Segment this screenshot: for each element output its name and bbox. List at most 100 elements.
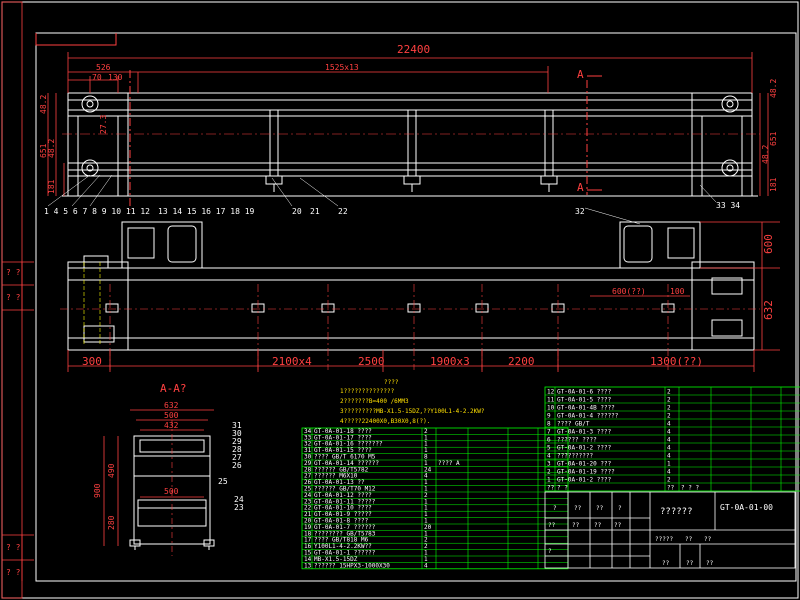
table-cell: GT-0A-01-19 ???? (557, 469, 615, 476)
table-cell: 29 (304, 460, 312, 467)
dim-526: 526 (96, 63, 111, 72)
table-cell: 30 (304, 454, 312, 461)
notes-line: 2???????B=400 /6MM3 (340, 398, 409, 405)
sidebar-text-3: ? ? (6, 543, 21, 552)
titleblock-r1: ?? (548, 522, 556, 529)
section-callout-26: 26 (232, 461, 242, 470)
table-cell: 1 (424, 479, 428, 486)
dim-overall-length: 22400 (397, 43, 430, 56)
table-cell: 3 (547, 461, 551, 468)
table-cell: ?????????? (557, 453, 594, 460)
table-cell: 4 (424, 562, 428, 569)
table-cell: GT-0A-01-20 ??? (557, 461, 612, 468)
titleblock-h3: ?? (596, 505, 604, 512)
dim-left-48-2: 48.2 (47, 139, 56, 158)
section-w500b: 500 (164, 487, 179, 496)
table-cell: 7 (547, 429, 551, 436)
table-cell: 24 (304, 492, 312, 499)
table-cell: 20 (304, 518, 312, 525)
dim-plan-1300: 1300(??) (650, 355, 703, 368)
table-cell: GT-0A-01-13 ?? (314, 479, 365, 486)
table-cell: 2 (424, 537, 428, 544)
table-cell: 9 (547, 413, 551, 420)
table-cell: 2 (667, 405, 671, 412)
table-cell: 2 (667, 477, 671, 484)
table-cell: ?? (547, 485, 555, 492)
table-cell: GT-0A-01-12 ???? (314, 492, 372, 499)
table-cell: GT-0A-01-3 ???? (557, 429, 612, 436)
table-cell: 17 (304, 537, 312, 544)
dim-plan-1900x3: 1900x3 (430, 355, 470, 368)
table-cell: 8 (424, 454, 428, 461)
notes-line: 3?????????MB-X1.5-15DZ,??Y100L1-4-2.2KW? (340, 408, 485, 415)
table-cell: GT-0A-01-18 ???? (314, 428, 372, 435)
callout-row-2: 13 14 15 16 17 18 19 (158, 207, 255, 216)
top-dimensions (67, 52, 753, 93)
dim-left-48-2-top: 48.2 (39, 95, 48, 114)
table-cell: 15 (304, 550, 312, 557)
table-cell: GT-0A-01-4 ?????? (557, 413, 619, 420)
section-callout-23: 23 (234, 503, 244, 512)
table-cell: ? ? ? (681, 485, 699, 492)
titleblock-h4: ? (618, 505, 622, 512)
dim-130: 130 (108, 73, 123, 82)
table-cell: ???? A (438, 460, 460, 467)
table-cell: GT-0A-01-9 ????? (314, 511, 372, 518)
table-cell: 2 (547, 469, 551, 476)
table-cell: 22 (304, 505, 312, 512)
table-cell: 2 (424, 543, 428, 550)
titleblock-r2: ?? (572, 522, 580, 529)
dim-plan-2200: 2200 (508, 355, 535, 368)
table-cell: 6 (547, 437, 551, 444)
table-cell: ???????? GB/T5783 (314, 530, 376, 537)
table-cell: Y100L1-4-2.2KW?? (314, 543, 372, 550)
table-cell: 4 (667, 437, 671, 444)
section-w432: 432 (164, 421, 179, 430)
callout-row-1: 1 4 5 6 7 8 9 10 11 12 (44, 207, 150, 216)
table-cell: 1 (424, 505, 428, 512)
table-cell: 23 (304, 498, 312, 505)
title-block (544, 491, 796, 569)
table-cell: 18 (304, 530, 312, 537)
section-h280: 280 (107, 515, 116, 530)
section-callout-27: 27 (232, 453, 242, 462)
section-h490: 490 (107, 463, 116, 478)
titleblock-c1: ????? (655, 536, 673, 543)
table-cell: ???? GB/T818 M6 (314, 537, 369, 544)
notes-title: ???? (384, 379, 399, 386)
table-cell: 24 (424, 466, 432, 473)
callout-32: 32 (575, 207, 585, 216)
titleblock-c5: ?? (662, 560, 670, 567)
table-cell: ?????? M6X10 (314, 473, 358, 480)
table-cell: ?????? GB/T5782 (314, 466, 369, 473)
table-cell: MB-X1.5-15DZ (314, 556, 358, 563)
table-cell: 32 (304, 441, 312, 448)
dim-right-48-2: 48.2 (761, 145, 770, 164)
table-cell: 31 (304, 447, 312, 454)
table-cell: GT-0A-01-16 ??????? (314, 441, 383, 448)
table-cell: 4 (667, 445, 671, 452)
table-cell: 19 (304, 524, 312, 531)
table-cell: 5 (547, 445, 551, 452)
titleblock-code: GT-0A-01-00 (720, 503, 773, 512)
table-cell: 1 (424, 460, 428, 467)
dim-pitch: 1525x13 (325, 63, 359, 72)
table-cell: 1 (424, 518, 428, 525)
dim-right-48-2-top: 48.2 (769, 79, 778, 98)
section-callout-25: 25 (218, 477, 228, 486)
table-cell: 1 (424, 511, 428, 518)
dim-right-651: 651 (769, 131, 778, 146)
titleblock-c2: ?? (685, 536, 693, 543)
table-cell: GT-0A-01-14 ?????? (314, 460, 379, 467)
notes-line: 1?????????????? (340, 388, 395, 395)
plan-view-hidden (83, 262, 101, 346)
table-cell: 10 (547, 405, 555, 412)
dim-plan-632: 632 (762, 300, 775, 320)
table-cell: GT-0A-01-6 ???? (557, 389, 612, 396)
section-callout-28: 28 (232, 445, 242, 454)
table-border (544, 386, 800, 492)
table-cell: 2 (667, 413, 671, 420)
left-sidebar (1, 1, 34, 599)
